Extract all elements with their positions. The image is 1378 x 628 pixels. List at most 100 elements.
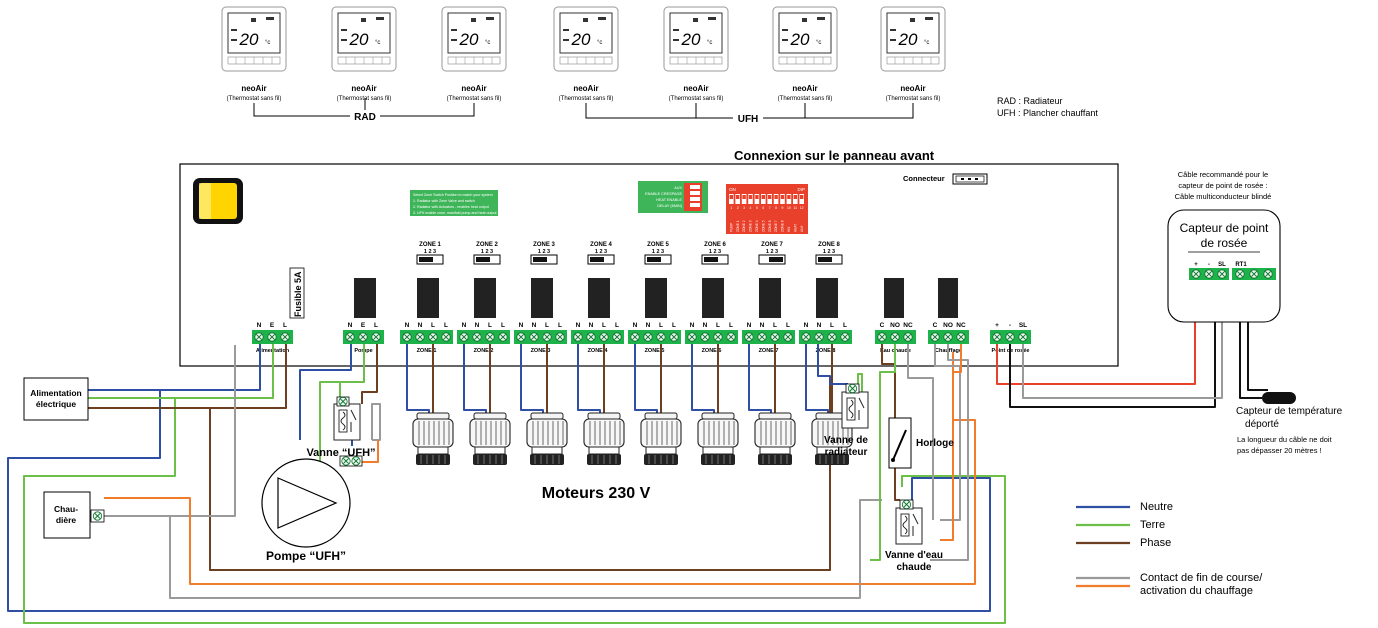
zone-switch-title: ZONE 5 [647,242,669,248]
relay-chauffage [938,278,958,318]
zone-switch-title: ZONE 3 [533,242,555,248]
terminal-pin-label: N [760,322,765,329]
zone-switch-knob[interactable] [647,257,661,262]
dip-number: 5 [756,206,758,210]
actuator-motor [754,412,796,466]
zone-switch-knob[interactable] [818,257,832,262]
zone-switch-title: ZONE 2 [476,242,498,248]
zone-switch-knob[interactable] [769,257,783,262]
dip-key-toggle [780,195,785,199]
terminal-screw [669,332,679,342]
wire-chaudiere-gris [104,345,236,517]
terminal-screw [498,332,508,342]
wire-rosee-minus [1009,282,1216,408]
wire-eau-nc [907,344,934,520]
wire-terre-loop [23,397,1006,624]
thermostat-3: 20 °c neoAir (Thermostat sans fil) [441,6,507,102]
zone-switch-7[interactable]: ZONE 71 2 3 [758,242,786,265]
radiator-valve-label: radiateur [825,447,868,458]
dip-label: AUX [674,186,682,190]
dip-number: 10 [787,206,791,210]
terminal-pin-label: E [270,322,275,329]
terminal-screw [555,332,565,342]
zone-relay [417,278,439,318]
dew-point-sensor: Capteur de point de rosée + - SL RT1 [1167,209,1281,323]
terminal-pin-label: NC [956,322,966,329]
actuator-motor [469,412,511,466]
dip-number: 12 [800,206,804,210]
zone-relay [531,278,553,318]
dip-number: 4 [750,206,752,210]
relay-pompe [354,278,376,318]
zone-switch-3[interactable]: ZONE 31 2 3 [530,242,558,265]
zone-switch-knob[interactable] [476,257,490,262]
terminal-screw [956,332,966,342]
terminal-screw [801,332,811,342]
zone-switch-2[interactable]: ZONE 21 2 3 [473,242,501,265]
zone-switch-6[interactable]: ZONE 61 2 3 [701,242,729,265]
ufh-pump-label: Pompe “UFH” [266,549,346,563]
fuse: Fusible 5A [289,267,305,319]
terminal-pin-label: N [462,322,467,329]
wire-vanne-ufh-orange [360,440,379,463]
zone-switch-5[interactable]: ZONE 51 2 3 [644,242,672,265]
thermostat-name: neoAir [351,84,376,93]
dip-function: ZONE 6 [768,220,772,232]
zone-switch-8[interactable]: ZONE 81 2 3 [815,242,843,265]
terminal-label: ZONE 1 [417,348,437,354]
dip-title: DIP [797,187,805,192]
terminal-pin-label: N [519,322,524,329]
zone-switch-instructions: Select Zone Switch Position to match you… [410,190,498,216]
dip-function: ZONE 7 [774,220,778,232]
terminal-screw [345,332,355,342]
terminal-screw [890,332,900,342]
terminal-block [400,330,453,344]
zone-switch-title: ZONE 7 [761,242,783,248]
zone-switch-numbers: 1 2 3 [538,249,550,255]
remote-temp-probe: Capteur de température déporté La longue… [1236,392,1343,455]
terminal-pin-label: N [418,322,423,329]
wire-phase-loop [88,378,831,571]
terminal-pin-label: L [672,322,676,329]
terminal-pin-label: L [501,322,505,329]
remote-sensor-note: La longueur du câble ne doit [1237,435,1333,444]
actuator-motor [583,412,625,466]
zone-switch-4[interactable]: ZONE 41 2 3 [587,242,615,265]
ufh-valve-label: Vanne “UFH” [306,447,375,459]
terminal-label: ZONE 3 [531,348,551,354]
zone-switch-knob[interactable] [590,257,604,262]
terminal-screw [992,332,1002,342]
boiler-label: Chau- [54,504,78,514]
relays [354,278,958,318]
zone-switch-numbers: 1 2 3 [595,249,607,255]
zone-switch-numbers: 1 2 3 [709,249,721,255]
terminal-block [457,330,510,344]
dip-key-toggle [800,195,804,199]
terminal-label-bg [402,345,451,354]
zone-switch-knob[interactable] [419,257,433,262]
zone-switch-knob[interactable] [704,257,718,262]
thermostat-unit: °c [485,40,490,46]
zone-switch-knob[interactable] [533,257,547,262]
legend-label: Contact de fin de course/ [1140,572,1263,584]
terminal-pin-label: N [405,322,410,329]
thermostat-unit: °c [265,40,270,46]
terminal-screw [472,332,482,342]
thermostat-1: 20 °c neoAir (Thermostat sans fil) [221,6,287,102]
terminal-screw [516,332,526,342]
sensor-pin-label: - [1208,262,1210,268]
wire-pompe-neutre [299,344,352,440]
wire-vanne-ufh-gris [371,403,381,441]
terminal-pin-label: N [804,322,809,329]
dip-label: DELAY (6MIN) [657,204,682,208]
hot-water-valve-label: Vanne d'eau [885,550,943,561]
dip-function: HW [787,227,791,232]
zone-relay [816,278,838,318]
zone-switch-1[interactable]: ZONE 11 2 3 [416,242,444,265]
zone-switch-title: ZONE 6 [704,242,726,248]
